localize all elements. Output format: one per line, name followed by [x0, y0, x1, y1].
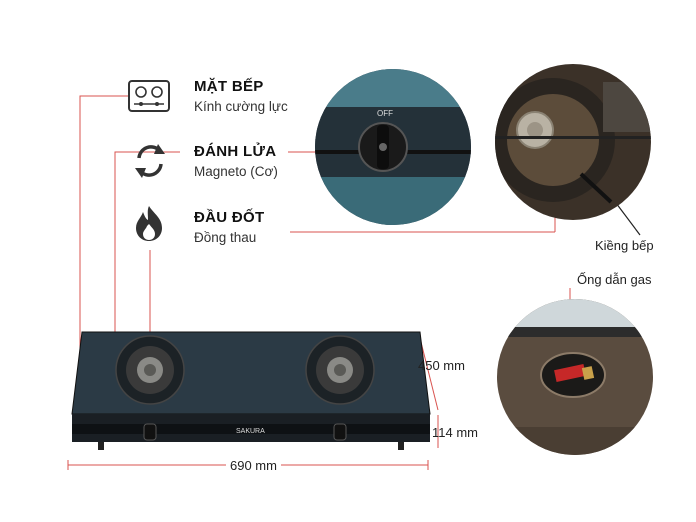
burner-closeup-image [493, 62, 653, 222]
stove-brand-label: SAKURA [236, 428, 265, 435]
knob-closeup-image: OFF [313, 67, 473, 227]
width-dimension: 690 mm [226, 458, 281, 473]
height-dimension: 114 mm [432, 425, 478, 440]
depth-dimension: 450 mm [418, 358, 465, 373]
refresh-icon [133, 140, 167, 182]
gas-pipe-label: Ống dẫn gas [577, 272, 652, 287]
pot-support-label: Kiềng bếp [595, 238, 654, 253]
stove-image: SAKURA [68, 330, 434, 460]
cooktop-icon [128, 80, 170, 112]
feature-subtitle-cooktop: Kính cường lực [194, 99, 288, 114]
feature-title-burner: ĐẦU ĐỐT [194, 209, 265, 226]
feature-title-cooktop: MẶT BẾP [194, 78, 264, 95]
flame-icon [134, 204, 164, 242]
feature-title-ignition: ĐÁNH LỬA [194, 143, 277, 160]
gas-pipe-closeup-image [495, 297, 655, 457]
feature-subtitle-burner: Đồng thau [194, 230, 257, 245]
knob-off-label: OFF [377, 109, 393, 118]
feature-subtitle-ignition: Magneto (Cơ) [194, 164, 278, 179]
